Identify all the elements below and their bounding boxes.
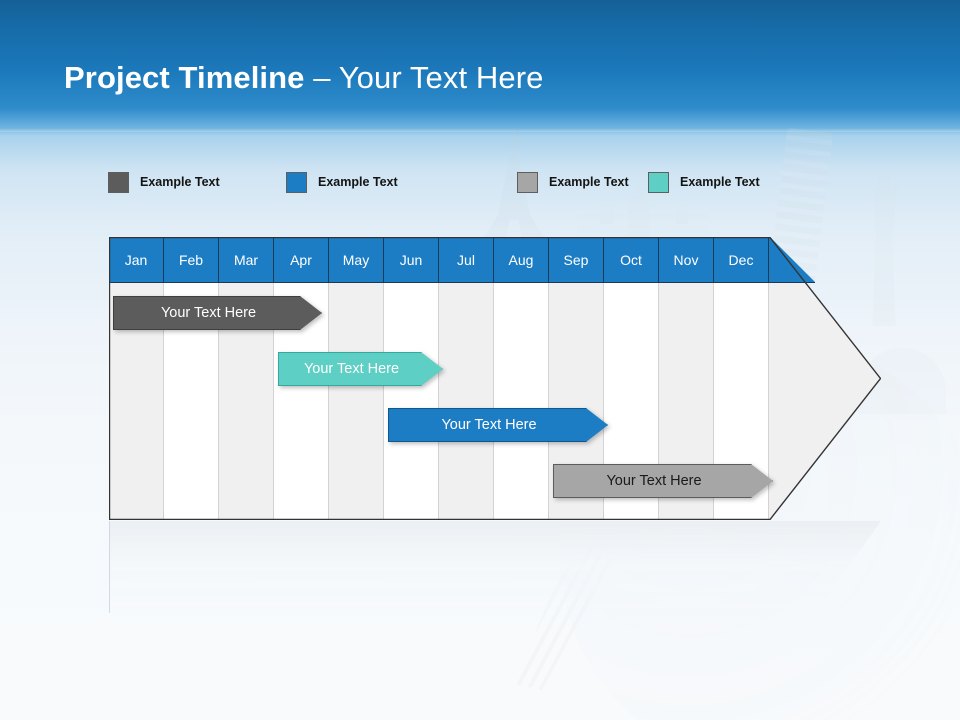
- legend-swatch-icon: [286, 171, 307, 193]
- month-header-oct[interactable]: Oct: [604, 237, 659, 282]
- legend-item-3[interactable]: Example Text: [517, 170, 629, 194]
- month-header-nov[interactable]: Nov: [659, 237, 714, 282]
- month-header-jun[interactable]: Jun: [384, 237, 439, 282]
- month-header-jul[interactable]: Jul: [439, 237, 494, 282]
- task-bar-2[interactable]: Your Text Here: [278, 352, 443, 386]
- month-header-jan[interactable]: Jan: [109, 237, 164, 282]
- legend-item-label: Example Text: [140, 175, 220, 189]
- chart-legend: Example Text Example Text Example Text Exam…: [108, 170, 838, 194]
- task-bar-1[interactable]: Your Text Here: [113, 296, 322, 330]
- page-title-strong: Project Timeline: [64, 60, 305, 95]
- legend-item-1[interactable]: Example Text: [108, 170, 220, 194]
- month-header-feb[interactable]: Feb: [164, 237, 219, 282]
- task-bar-label: Your Text Here: [160, 305, 257, 321]
- legend-item-label: Example Text: [680, 175, 760, 189]
- legend-swatch-icon: [108, 171, 129, 193]
- month-header-aug[interactable]: Aug: [494, 237, 549, 282]
- title-banner-band: [0, 0, 960, 132]
- task-bar-arrow-icon: [113, 296, 322, 330]
- task-bar-4[interactable]: Your Text Here: [553, 464, 773, 498]
- page-title-separator: –: [304, 60, 339, 95]
- legend-item-2[interactable]: Example Text: [286, 170, 398, 194]
- legend-item-label: Example Text: [549, 175, 629, 189]
- legend-swatch-icon: [517, 171, 538, 193]
- month-header-dec[interactable]: Dec: [714, 237, 769, 282]
- task-bar-arrow-icon: [553, 464, 773, 498]
- task-bar-label: Your Text Here: [441, 417, 537, 433]
- legend-swatch-icon: [648, 171, 669, 193]
- task-bar-arrow-icon: [278, 352, 443, 386]
- timeline-reflection: [109, 521, 881, 613]
- page-title: Project Timeline – Your Text Here: [64, 58, 543, 98]
- legend-item-4[interactable]: Example Text: [648, 170, 760, 194]
- month-header-mar[interactable]: Mar: [219, 237, 274, 282]
- page-title-light: Your Text Here: [338, 60, 544, 95]
- month-header-apr[interactable]: Apr: [274, 237, 329, 282]
- legend-item-label: Example Text: [318, 175, 398, 189]
- task-bar-arrow-icon: [388, 408, 608, 442]
- task-bar-label: Your Text Here: [606, 473, 702, 489]
- task-bar-label: Your Text Here: [303, 361, 400, 377]
- task-bar-3[interactable]: Your Text Here: [388, 408, 608, 442]
- month-header-tail: [769, 237, 815, 282]
- month-header-sep[interactable]: Sep: [549, 237, 604, 282]
- month-header-may[interactable]: May: [329, 237, 384, 282]
